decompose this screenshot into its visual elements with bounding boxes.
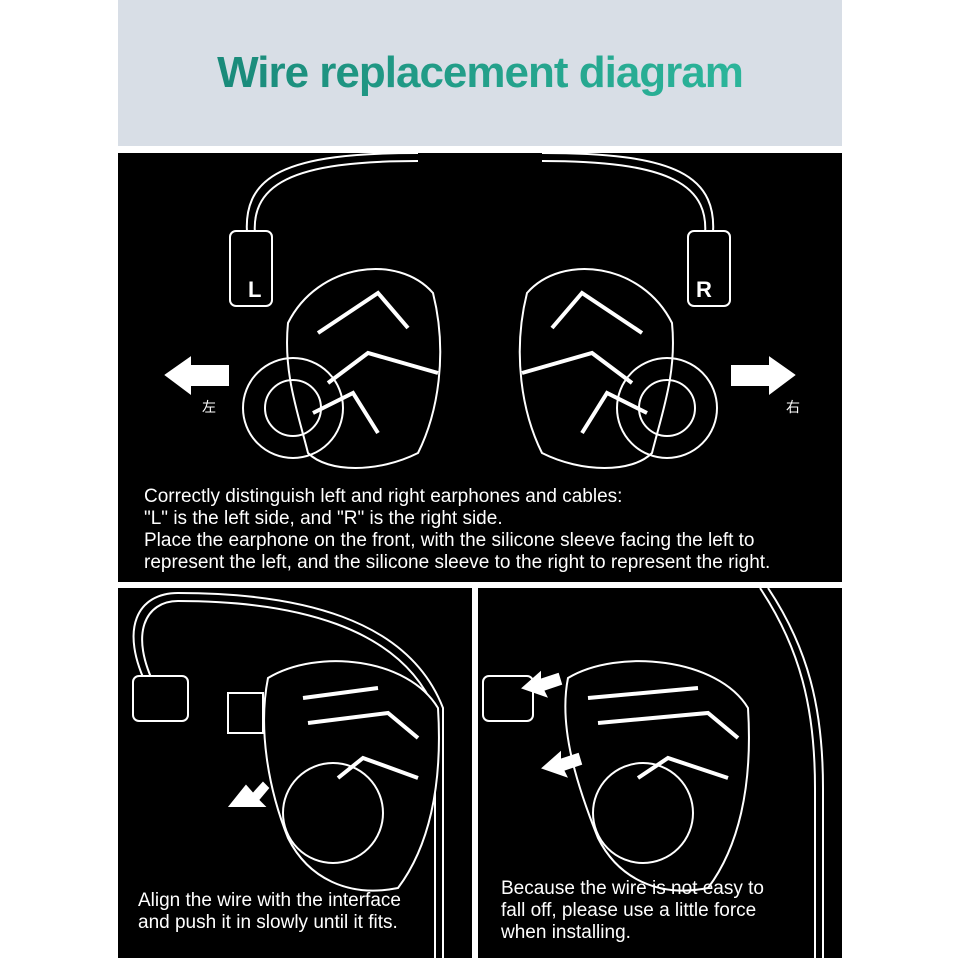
install-force-illustration (482, 588, 824, 958)
left-right-panel: L R 左 右 Correctly distinguish left and r… (118, 153, 842, 582)
arrow-icon (521, 670, 563, 698)
text-line: "L" is the left side, and "R" is the rig… (144, 508, 503, 529)
install-force-panel: Because the wire is not easy to fall off… (478, 588, 842, 958)
text-line: when installing. (501, 922, 631, 943)
header-banner: Wire replacement diagram (118, 0, 842, 146)
text-line: represent the left, and the silicone sle… (144, 552, 771, 573)
text-line: fall off, please use a little force (501, 900, 757, 921)
left-cn-label: 左 (202, 399, 216, 415)
text-line: Align the wire with the interface (138, 890, 401, 911)
arrow-icon (541, 750, 583, 778)
arrow-icon (227, 781, 270, 807)
right-marker: R (696, 277, 712, 302)
instructions-text: Align the wire with the interface and pu… (138, 890, 401, 934)
align-wire-panel: Align the wire with the interface and pu… (118, 588, 472, 958)
text-line: Correctly distinguish left and right ear… (144, 486, 623, 507)
right-cn-label: 右 (786, 399, 800, 415)
text-line: Place the earphone on the front, with th… (144, 530, 755, 551)
text-line: Because the wire is not easy to (501, 878, 764, 899)
arrow-right-icon (731, 356, 796, 395)
arrow-left-icon (164, 356, 229, 395)
instructions-text: Because the wire is not easy to fall off… (501, 878, 764, 944)
left-marker: L (248, 277, 262, 302)
page-title: Wire replacement diagram (217, 48, 744, 97)
text-line: and push it in slowly until it fits. (138, 912, 398, 933)
earphones-left-right-illustration (164, 153, 796, 469)
instructions-text: Correctly distinguish left and right ear… (144, 486, 770, 574)
align-wire-illustration (132, 591, 444, 958)
